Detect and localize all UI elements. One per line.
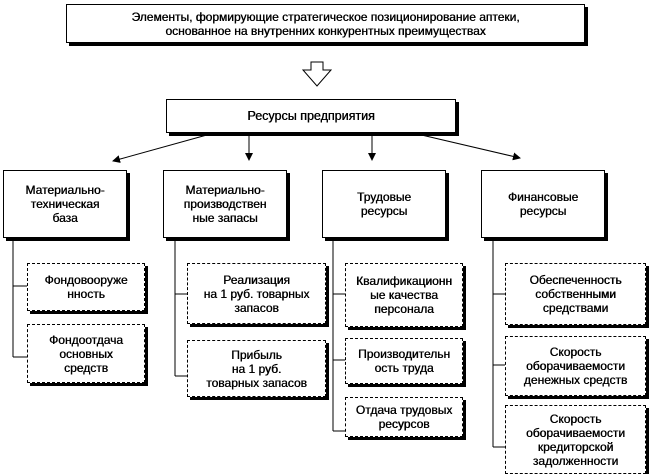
category-node-material-technical-base: Материально- техническая база: [3, 170, 127, 238]
category-node-inventory: Материально- производствен ные запасы: [163, 170, 287, 238]
category-label: Трудовые ресурсы: [356, 190, 412, 218]
indicator-label: Фондоотдача основных средств: [49, 332, 123, 375]
indicator-node: Отдача трудовых ресурсов: [345, 397, 463, 437]
root-node: Ресурсы предприятия: [166, 99, 456, 133]
category-label: Материально- техническая база: [25, 183, 105, 225]
indicator-label: Прибыль на 1 руб. товарных запасов: [206, 347, 307, 390]
root-label: Ресурсы предприятия: [247, 109, 375, 123]
category-node-financial-resources: Финансовые ресурсы: [481, 170, 605, 238]
indicator-label: Фондовооруже нность: [44, 273, 128, 301]
category-label: Финансовые ресурсы: [507, 190, 579, 218]
indicator-label: Скорость оборачиваемости кредиторской за…: [526, 411, 625, 468]
indicator-label: Отдача трудовых ресурсов: [355, 403, 453, 431]
indicator-node: Фондовооруже нность: [27, 263, 145, 311]
indicator-node: Обеспеченность собственными средствами: [505, 263, 646, 325]
indicator-node: Скорость оборачиваемости кредиторской за…: [505, 405, 646, 474]
indicator-label: Реализация на 1 руб. товарных запасов: [203, 272, 310, 315]
indicator-node: Прибыль на 1 руб. товарных запасов: [187, 340, 326, 397]
indicator-node: Фондоотдача основных средств: [27, 324, 145, 383]
indicator-label: Обеспеченность собственными средствами: [529, 273, 622, 315]
indicator-node: Реализация на 1 руб. товарных запасов: [187, 263, 326, 324]
root-to-cat-3-arrow: [412, 132, 521, 161]
root-to-cat-0-arrow: [112, 132, 215, 163]
indicator-node: Скорость оборачиваемости денежных средст…: [505, 336, 646, 396]
indicator-label: Квалификационн ые качества персонала: [356, 274, 452, 316]
title-text: Элементы, формирующие стратегическое поз…: [131, 9, 520, 38]
indicator-node: Производительн ость труда: [345, 338, 463, 384]
block-down-arrow: [301, 61, 333, 87]
indicator-label: Производительн ость труда: [357, 347, 451, 375]
category-node-labor-resources: Трудовые ресурсы: [322, 170, 446, 238]
indicator-node: Квалификационн ые качества персонала: [345, 263, 463, 327]
indicator-label: Скорость оборачиваемости денежных средст…: [523, 345, 628, 387]
category-label: Материально- производствен ные запасы: [183, 183, 267, 225]
title-box: Элементы, формирующие стратегическое поз…: [66, 4, 585, 43]
